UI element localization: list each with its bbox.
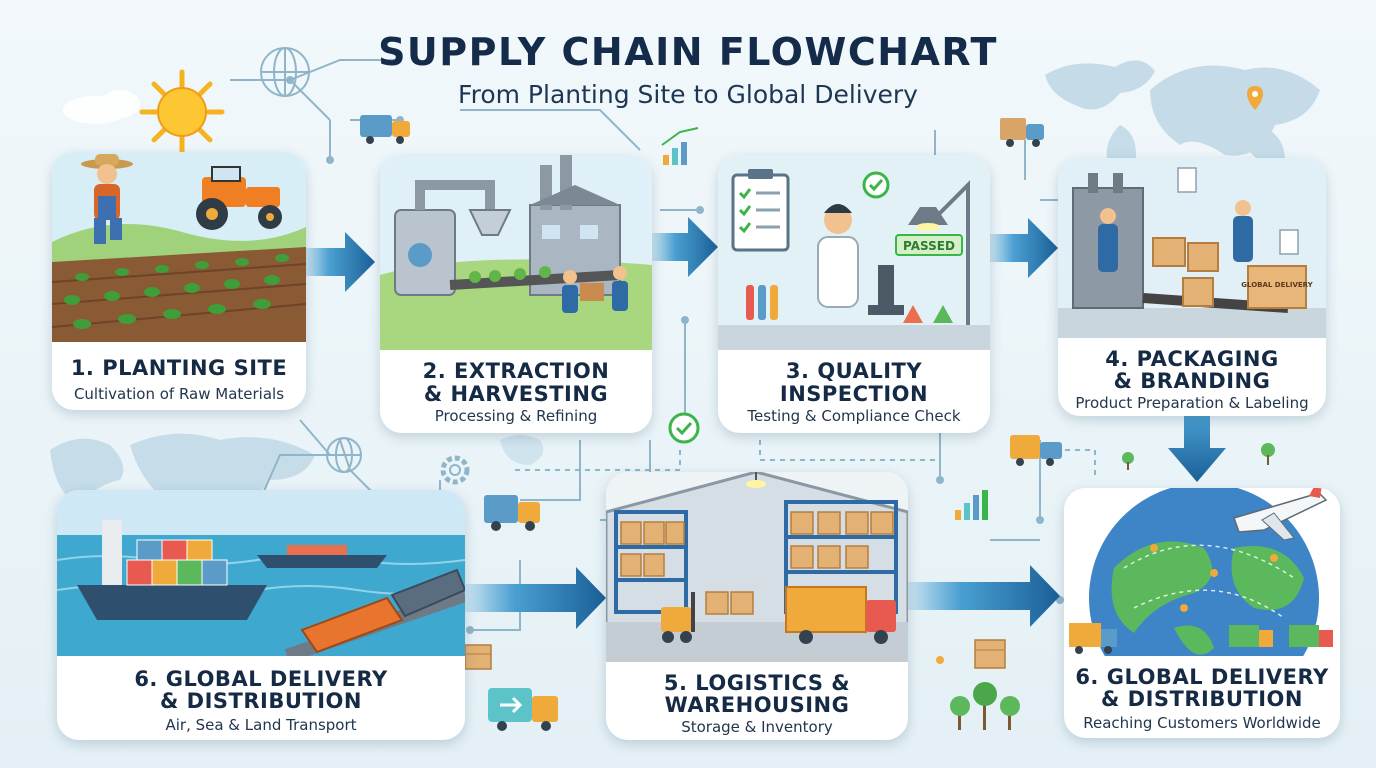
bar-chart-icon-top [661, 127, 699, 165]
clipboard-checklist-icon [731, 169, 790, 252]
step5-title-line1: 5. LOGISTICS & [663, 671, 851, 695]
farmer-icon [81, 154, 133, 244]
box-icon-bottom-center [974, 639, 1006, 669]
truck-icon-top-right [1000, 118, 1044, 147]
step1-subtitle: Cultivation of Raw Materials [73, 385, 285, 403]
arrow-step6-to-step5 [465, 567, 606, 629]
transport-illustration [57, 490, 465, 656]
packaging-illustration: GLOBAL DELIVERY [1058, 158, 1326, 338]
step4-subtitle: Product Preparation & Labeling [1075, 394, 1309, 412]
global-delivery-box-label: GLOBAL DELIVERY [1241, 281, 1313, 289]
test-tubes-icon [746, 285, 778, 320]
processing-machine-icon [394, 180, 512, 296]
trees-icon-right [1122, 443, 1275, 470]
dashed-connector-lines [515, 440, 1096, 480]
delivery-trucks-icon [1069, 623, 1333, 654]
arrow-step2-to-step3 [652, 217, 718, 277]
network-globe-icon [326, 437, 362, 473]
step6-right-title-line2: & DISTRIBUTION [1101, 687, 1303, 711]
small-ship-icon [257, 545, 387, 568]
worker-icons [1098, 200, 1253, 272]
step-card-packaging-branding: GLOBAL DELIVERY 4. PACKAGING & BRANDING … [1058, 158, 1326, 416]
step4-title-line2: & BRANDING [1113, 369, 1271, 393]
check-mark-icon [668, 412, 700, 444]
arrow-step3-to-step4 [990, 218, 1058, 278]
cardboard-boxes-icon: GLOBAL DELIVERY [1152, 237, 1314, 309]
step6-left-subtitle: Air, Sea & Land Transport [165, 716, 357, 734]
arrow-step1-to-step2 [305, 232, 375, 292]
warehouse-shelves-icon [614, 500, 898, 614]
worker-icons [562, 266, 628, 313]
document-icons [1177, 167, 1299, 255]
step4-title-line1: 4. PACKAGING [1105, 347, 1279, 371]
microscope-icon [868, 265, 904, 315]
world-map-center-icon [500, 435, 544, 465]
trees-icon-bottom [950, 682, 1020, 730]
arrow-step4-to-step6 [1168, 414, 1226, 482]
conveyor-belt-icon [449, 266, 621, 290]
passed-badge-icon: PASSED [895, 234, 963, 256]
step3-subtitle: Testing & Compliance Check [747, 407, 961, 425]
step6-right-subtitle: Reaching Customers Worldwide [1083, 714, 1321, 732]
step-card-global-delivery-right: 6. GLOBAL DELIVERY & DISTRIBUTION Reachi… [1064, 488, 1340, 738]
step1-title: 1. PLANTING SITE [70, 356, 288, 380]
step5-subtitle: Storage & Inventory [681, 718, 833, 736]
quality-inspection-illustration: PASSED [718, 155, 990, 350]
globe-icon [260, 47, 310, 97]
forklift-icon [661, 592, 695, 643]
page-subtitle: From Planting Site to Global Delivery [458, 80, 918, 109]
stacked-boxes-icon [620, 511, 894, 615]
step5-title-line2: WAREHOUSING [664, 693, 850, 717]
truck-icon-mid [484, 495, 540, 531]
flasks-icon [903, 295, 953, 323]
packaging-machine-icon [1072, 173, 1144, 309]
step3-title-line1: 3. QUALITY [785, 359, 923, 383]
tractor-icon [196, 166, 282, 230]
crop-plant-icons [64, 254, 289, 329]
world-map-left-icon [50, 433, 315, 505]
global-delivery-globe-illustration [1064, 488, 1340, 656]
step-card-extraction-harvesting: 2. EXTRACTION & HARVESTING Processing & … [380, 155, 652, 433]
step2-title-line1: 2. EXTRACTION [422, 359, 610, 383]
step2-subtitle: Processing & Refining [434, 407, 598, 425]
step-card-logistics-warehousing: 5. LOGISTICS & WAREHOUSING Storage & Inv… [606, 472, 908, 740]
truck-icon-top [360, 115, 410, 144]
arrow-step5-to-step6 [907, 565, 1060, 627]
scientist-icon [817, 204, 859, 308]
step6-left-title-line2: & DISTRIBUTION [160, 689, 362, 713]
sun-icon [139, 69, 225, 155]
step6-right-title-line1: 6. GLOBAL DELIVERY [1075, 665, 1329, 689]
extraction-illustration [380, 155, 652, 350]
location-pin-icons [1150, 544, 1278, 612]
step6-left-title-line1: 6. GLOBAL DELIVERY [134, 667, 388, 691]
page-title: SUPPLY CHAIN FLOWCHART [378, 30, 998, 74]
step-card-quality-inspection: PASSED 3. QUALITY INSPECTION Testing & C… [718, 155, 990, 433]
cargo-truck-icon [785, 586, 896, 644]
delivery-truck-icon-bottom [488, 688, 558, 731]
airplane-icon [1233, 488, 1328, 541]
lamp-icon [908, 180, 970, 325]
step2-title-line2: & HARVESTING [423, 382, 609, 406]
passed-badge-text: PASSED [903, 239, 955, 253]
planting-site-illustration [52, 152, 306, 342]
container-ship-icon [77, 520, 267, 620]
step3-title-line2: INSPECTION [779, 382, 929, 406]
truck-icon-mid-right [1010, 435, 1062, 466]
warehouse-illustration [606, 472, 908, 662]
gear-icon [440, 455, 470, 485]
step-card-global-delivery-left: 6. GLOBAL DELIVERY & DISTRIBUTION Air, S… [57, 490, 465, 740]
check-circle-icon [862, 171, 890, 199]
location-pin-icon [1247, 86, 1263, 110]
step-card-planting-site: 1. PLANTING SITE Cultivation of Raw Mate… [52, 152, 306, 410]
freight-train-icon [284, 568, 465, 656]
box-icon-bottom-left [464, 644, 492, 670]
warehouse-light-icon [746, 472, 766, 488]
bar-chart-icon-bottom [955, 490, 988, 520]
